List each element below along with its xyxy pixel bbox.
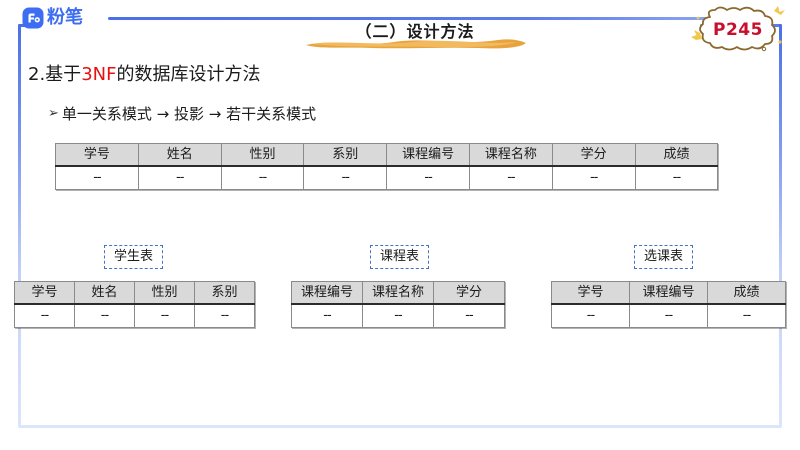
table-header-row: 学号 姓名 性别 系别 课程编号 课程名称 学分 成绩	[55, 143, 719, 167]
column-header: 性别	[220, 143, 305, 167]
column-header: 课程名称	[468, 143, 553, 167]
table-cell: --	[386, 165, 470, 190]
column-header: 成绩	[707, 281, 786, 305]
table-cell: --	[74, 303, 135, 328]
table-cell: --	[137, 165, 222, 190]
bullet-text: 单一关系模式 → 投影 → 若干关系模式	[61, 105, 317, 123]
brand-logo-text: 粉笔	[47, 7, 83, 28]
table-row: -- -- --	[291, 303, 505, 328]
column-header: 系别	[194, 281, 255, 305]
table-cell: --	[551, 303, 630, 328]
table-cell: --	[707, 303, 786, 328]
fenbi-logo-icon	[22, 7, 44, 29]
frame-right-border	[779, 24, 782, 428]
table-label-enrollment: 选课表	[634, 245, 694, 269]
table-cell: --	[634, 165, 719, 190]
table-cell: --	[194, 303, 255, 328]
heading-prefix: 2.基于	[28, 64, 82, 85]
table-header-row: 课程编号 课程名称 学分	[291, 281, 505, 305]
page-number-badge: P245	[688, 6, 788, 54]
universal-relation-table: 学号 姓名 性别 系别 课程编号 课程名称 学分 成绩 -- -- -- -- …	[55, 143, 719, 190]
heading-suffix: 的数据库设计方法	[116, 64, 261, 85]
table-cell: --	[362, 303, 434, 328]
table-row: -- -- --	[551, 303, 786, 328]
table-cell: --	[551, 165, 636, 190]
table-cell: --	[291, 303, 363, 328]
column-header: 成绩	[634, 143, 719, 167]
column-header: 姓名	[137, 143, 222, 167]
table-cell: --	[55, 165, 139, 190]
table-row: -- -- -- -- -- -- -- --	[55, 165, 719, 190]
section-heading: 2.基于3NF的数据库设计方法	[28, 62, 260, 88]
page-number-label: P245	[713, 20, 763, 40]
table-label-student: 学生表	[104, 245, 164, 269]
frame-left-border	[18, 24, 21, 428]
page-title: （二）设计方法	[355, 22, 475, 41]
frame-bottom-border	[18, 425, 782, 428]
header-title-group: （二）设计方法	[300, 22, 530, 49]
student-table: 学号 姓名 性别 系别 -- -- -- --	[14, 281, 255, 328]
column-header: 课程编号	[291, 281, 363, 305]
column-header: 学号	[14, 281, 75, 305]
column-header: 姓名	[74, 281, 135, 305]
table-cell: --	[14, 303, 75, 328]
frame-top-bar	[108, 17, 708, 20]
column-header: 性别	[134, 281, 195, 305]
table-header-row: 学号 课程编号 成绩	[551, 281, 786, 305]
cloud-burst-icon	[691, 6, 785, 52]
brush-underline-icon	[306, 39, 526, 49]
table-cell: --	[220, 165, 305, 190]
table-cell: --	[134, 303, 195, 328]
course-table: 课程编号 课程名称 学分 -- -- --	[291, 281, 505, 328]
column-header: 学分	[551, 143, 636, 167]
column-header: 课程名称	[362, 281, 434, 305]
table-row: -- -- -- --	[14, 303, 255, 328]
table-cell: --	[629, 303, 708, 328]
brand-logo: 粉笔	[22, 7, 83, 29]
heading-accent: 3NF	[81, 64, 117, 85]
table-label-course: 课程表	[370, 245, 430, 269]
column-header: 课程编号	[386, 143, 470, 167]
table-cell: --	[468, 165, 553, 190]
bullet-arrow-icon: ➢	[48, 106, 59, 121]
column-header: 学分	[433, 281, 505, 305]
table-header-row: 学号 姓名 性别 系别	[14, 281, 255, 305]
column-header: 课程编号	[629, 281, 708, 305]
column-header: 系别	[303, 143, 388, 167]
column-header: 学号	[551, 281, 630, 305]
bullet-line: ➢ 单一关系模式 → 投影 → 若干关系模式	[48, 103, 316, 125]
column-header: 学号	[55, 143, 139, 167]
enrollment-table: 学号 课程编号 成绩 -- -- --	[551, 281, 786, 328]
table-cell: --	[303, 165, 388, 190]
table-cell: --	[433, 303, 505, 328]
